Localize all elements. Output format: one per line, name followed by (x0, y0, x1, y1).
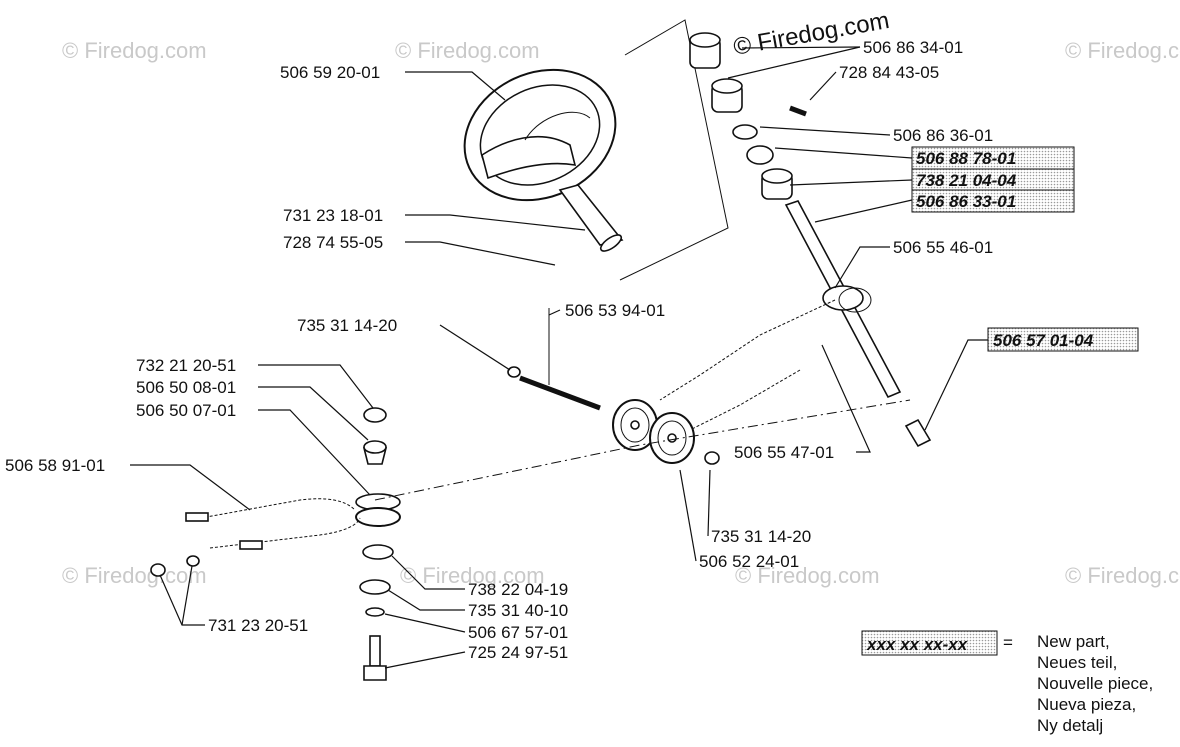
watermark: © Firedog.com (1065, 38, 1180, 63)
new-part-box (911, 146, 1075, 213)
part-label: 731 23 18-01 (283, 206, 383, 225)
legend-line: Nueva pieza, (1037, 695, 1136, 714)
part-labels: 506 59 20-01 731 23 18-01 728 74 55-05 5… (5, 38, 993, 662)
part-label: 506 53 94-01 (565, 301, 665, 320)
part-label: 506 59 20-01 (280, 63, 380, 82)
part-label: 735 31 14-20 (297, 316, 397, 335)
part-label: 506 58 91-01 (5, 456, 105, 475)
new-part-label: 738 21 04-04 (916, 171, 1017, 190)
part-label: 728 84 43-05 (839, 63, 939, 82)
part-label: 506 86 34-01 (863, 38, 963, 57)
legend-line: Neues teil, (1037, 653, 1117, 672)
cable (659, 299, 836, 401)
watermark: © Firedog.com (735, 563, 880, 588)
new-part-box (987, 327, 1139, 352)
watermark: © Firedog.com (1065, 563, 1180, 588)
part-label: 725 24 97-51 (468, 643, 568, 662)
legend-line: Nouvelle piece, (1037, 674, 1153, 693)
watermark: © Firedog.com (62, 38, 207, 63)
assembly-bracket (619, 19, 729, 281)
leader-lines (130, 46, 988, 669)
legend-swatch (861, 630, 998, 656)
lower-cables (150, 498, 361, 577)
new-part-label: 506 86 33-01 (916, 192, 1016, 211)
steering-wheel (463, 68, 624, 252)
part-label: 506 55 46-01 (893, 238, 993, 257)
part-label: 738 22 04-19 (468, 580, 568, 599)
column-bushings (689, 32, 807, 200)
cable (689, 369, 801, 431)
part-label: 732 21 20-51 (136, 356, 236, 375)
legend-equals: = (1003, 633, 1013, 652)
legend-line: Ny detalj (1037, 716, 1103, 735)
watermarks: © Firedog.com © Firedog.com © Firedog.co… (62, 7, 1180, 588)
watermark: © Firedog.com (62, 563, 207, 588)
steering-shaft (784, 200, 932, 448)
watermark: © Firedog.com (400, 563, 545, 588)
new-part-label: 506 57 01-04 (993, 331, 1094, 350)
part-label: 735 31 14-20 (711, 527, 811, 546)
new-part-labels: 506 88 78-01 738 21 04-04 506 86 33-01 5… (911, 146, 1139, 352)
part-label: 506 67 57-01 (468, 623, 568, 642)
part-label: 728 74 55-05 (283, 233, 383, 252)
part-label: 506 86 36-01 (893, 126, 993, 145)
legend: xxx xx xx-xx = New part, Neues teil, Nou… (861, 630, 1153, 735)
legend-code: xxx xx xx-xx (866, 635, 969, 654)
part-label: 506 55 47-01 (734, 443, 834, 462)
lower-pulley-stack (355, 407, 401, 681)
part-label: 731 23 20-51 (208, 616, 308, 635)
pulleys (507, 308, 720, 465)
part-label: 506 50 07-01 (136, 401, 236, 420)
part-label: 506 50 08-01 (136, 378, 236, 397)
watermark: © Firedog.com (395, 38, 540, 63)
legend-line: New part, (1037, 632, 1110, 651)
part-label: 506 52 24-01 (699, 552, 799, 571)
new-part-label: 506 88 78-01 (916, 149, 1016, 168)
part-label: 735 31 40-10 (468, 601, 568, 620)
